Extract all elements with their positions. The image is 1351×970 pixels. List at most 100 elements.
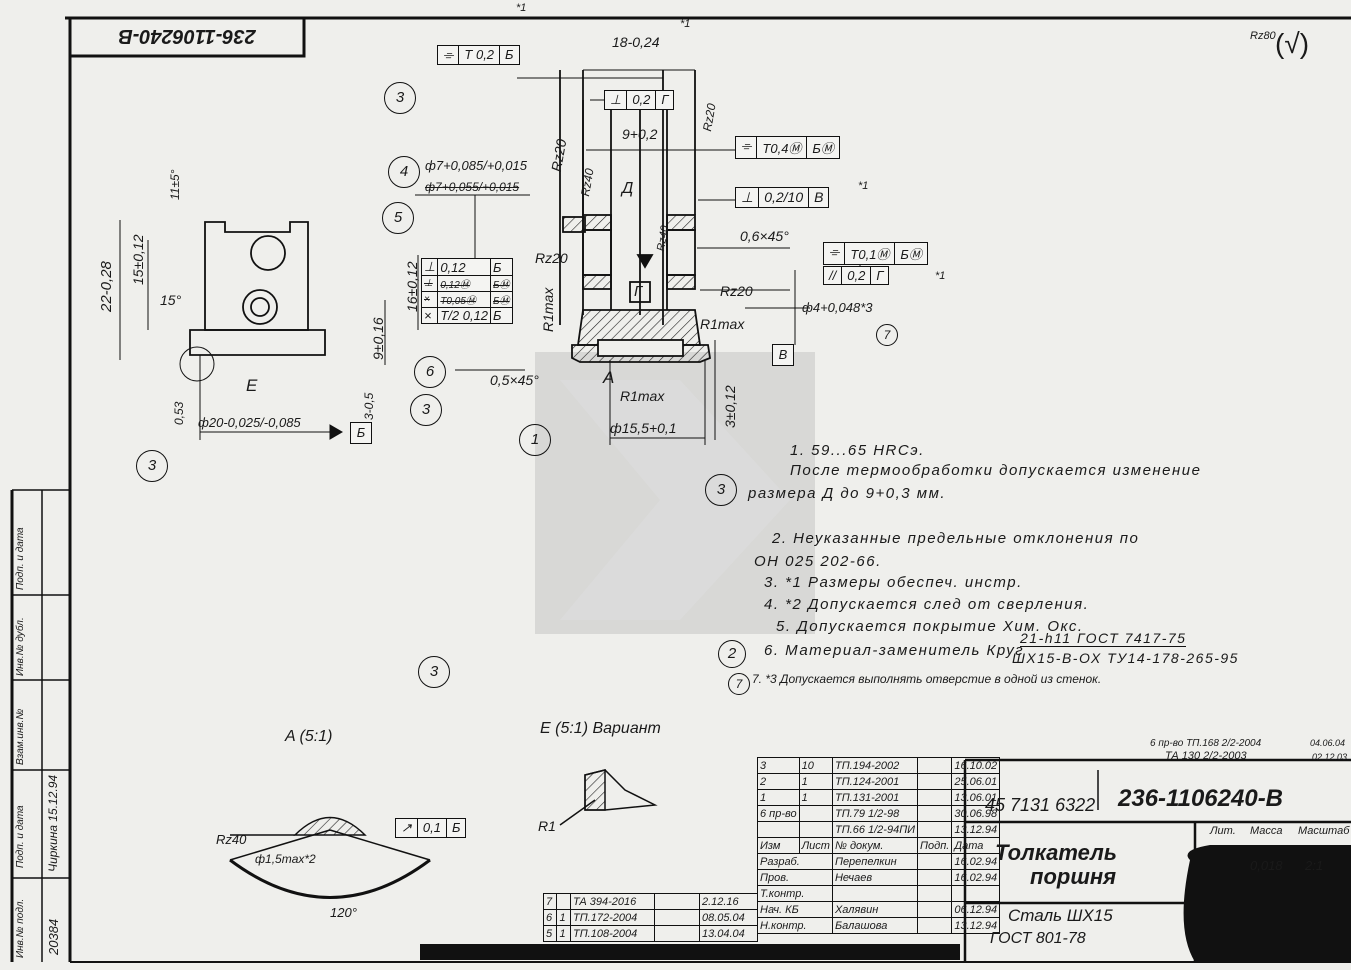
text-cell: T0,1Ⓜ (845, 243, 896, 264)
note-2-line2: ОН 025 202-66. (754, 553, 882, 570)
section-hatched (571, 69, 711, 363)
dimension-lines (415, 77, 861, 445)
asterisk-1d: *1 (935, 270, 946, 282)
dim-15-012: 15±0,12 (130, 234, 146, 285)
text-cell: БⓂ (490, 291, 513, 308)
text-cell: ТП.66 1/2-94ПИ (831, 821, 919, 838)
text-cell: БⓂ (812, 141, 834, 156)
frame (10, 16, 1351, 963)
dup-inv-label: Инв.№ дубл. (15, 617, 26, 676)
text-cell (798, 805, 833, 822)
note-1: 1. 59...65 HRCэ. (790, 442, 925, 459)
text-cell: 0,2/10 (759, 188, 810, 207)
detail-e-label: Е (5:1) Вариант (540, 720, 661, 737)
dim-16-012: 16±0,12 (404, 261, 420, 312)
doc-number-stamp: 236-1106240-В (118, 25, 256, 47)
text-cell: 30.06.98 (951, 805, 1001, 822)
note-2: 2. Неуказанные предельные отклонения по (772, 530, 1140, 547)
text-cell (951, 885, 1001, 902)
detail-a-view (229, 816, 431, 899)
dim-slot: 9+0,2 (622, 126, 658, 142)
dim-angle-11: 11±5° (168, 169, 182, 200)
callout-7-hole: 7 (876, 324, 898, 346)
part-name-line2: поршня (1030, 864, 1117, 889)
callout-3-detail: 3 (418, 656, 450, 688)
text-cell: Г (661, 92, 669, 107)
text-cell: Н.контр. (757, 917, 833, 934)
text-cell: 3 (757, 757, 800, 774)
designation: 236-1106240-В (1118, 785, 1284, 812)
change-note-date-2: 02.12.03 (1312, 752, 1348, 762)
text-cell: 1 (556, 925, 571, 942)
text-cell: 06.12.94 (951, 901, 1001, 918)
classifier-code: 45 7131 6322 (985, 795, 1096, 815)
dim-diameter-7-old: ф7+0,055/+0,015 (425, 180, 520, 194)
datum-g-label: Г (634, 283, 643, 300)
text-cell: 1 (757, 789, 800, 806)
text-cell: ⊥ (420, 258, 439, 276)
dim-d-label: Д (622, 180, 634, 197)
text-cell: 13.12.94 (951, 821, 1001, 838)
watermark-shape (560, 380, 790, 620)
text-cell: № докум. (831, 837, 919, 854)
sign-date-value: Чиркина 15.12.94 (46, 774, 60, 872)
text-cell: ⊥ (420, 275, 439, 292)
text-cell: 0,2 (842, 267, 872, 284)
table-row: ТП.66 1/2-94ПИ 13.12.94 (757, 821, 1001, 838)
inv-orig-value: 20384 (46, 918, 61, 955)
text-cell: Нечаев (831, 869, 919, 886)
sign-date2-label: Подп. и дата (15, 527, 26, 590)
text-cell: 1 (798, 773, 833, 790)
text-cell: БⓂ (490, 275, 513, 292)
text-cell: 2 (757, 773, 800, 790)
text-cell: // (824, 267, 843, 284)
dim-rz20-b: Rz20 (720, 283, 753, 299)
note-6: 6. Материал-заменитель Круг (764, 642, 1025, 659)
asterisk-1a: *1 (516, 2, 527, 14)
text-cell: Нач. КБ (757, 901, 833, 918)
text-cell: ТП.108-2004 (569, 925, 655, 942)
dim-9-016: 9±0,16 (370, 317, 386, 360)
text-cell: 1 (556, 909, 571, 926)
mass-label: Масса (1250, 825, 1283, 837)
redaction-blob (1183, 845, 1351, 962)
detail-a-hole: ф1,5max*2 (255, 852, 316, 866)
roughness-general: Rz80 (1250, 30, 1276, 42)
datum-b: Б (350, 422, 372, 444)
lit-label: Лит. (1210, 825, 1236, 837)
text-cell: Т.контр. (757, 885, 833, 902)
scale-label: Масштаб (1298, 825, 1350, 837)
dim-3-05: 3-0,5 (362, 392, 376, 420)
detail-e-radius: R1 (538, 818, 556, 834)
side-view (179, 221, 326, 382)
dim-rz20-a: Rz20 (535, 250, 568, 266)
callout-3-note: 3 (705, 474, 737, 506)
text-cell: Халявин (831, 901, 919, 918)
text-cell: T/2 0,12 (437, 307, 492, 324)
mass-value: 0,018 (1250, 858, 1283, 873)
text-cell: Б (505, 47, 514, 62)
text-cell: 08.05.04 (698, 909, 759, 926)
text-cell: 6 (542, 909, 558, 926)
dim-053: 0,53 (172, 401, 186, 425)
side-dimension-lines (119, 220, 419, 440)
callout-3-left: 3 (136, 450, 168, 482)
text-cell: 7 (542, 893, 558, 910)
text-cell: Дата (951, 837, 1001, 854)
note-5: 5. Допускается покрытие Хим. Окс. (776, 618, 1084, 635)
text-cell: Подп. (917, 837, 953, 854)
detail-e-view (559, 769, 658, 826)
text-cell: Разраб. (757, 853, 833, 870)
dim-diameter-7: ф7+0,085/+0,015 (425, 158, 527, 173)
callout-1: 1 (519, 424, 551, 456)
note-3: 3. *1 Размеры обеспеч. инстр. (764, 574, 1023, 591)
text-cell: Лист (798, 837, 833, 854)
